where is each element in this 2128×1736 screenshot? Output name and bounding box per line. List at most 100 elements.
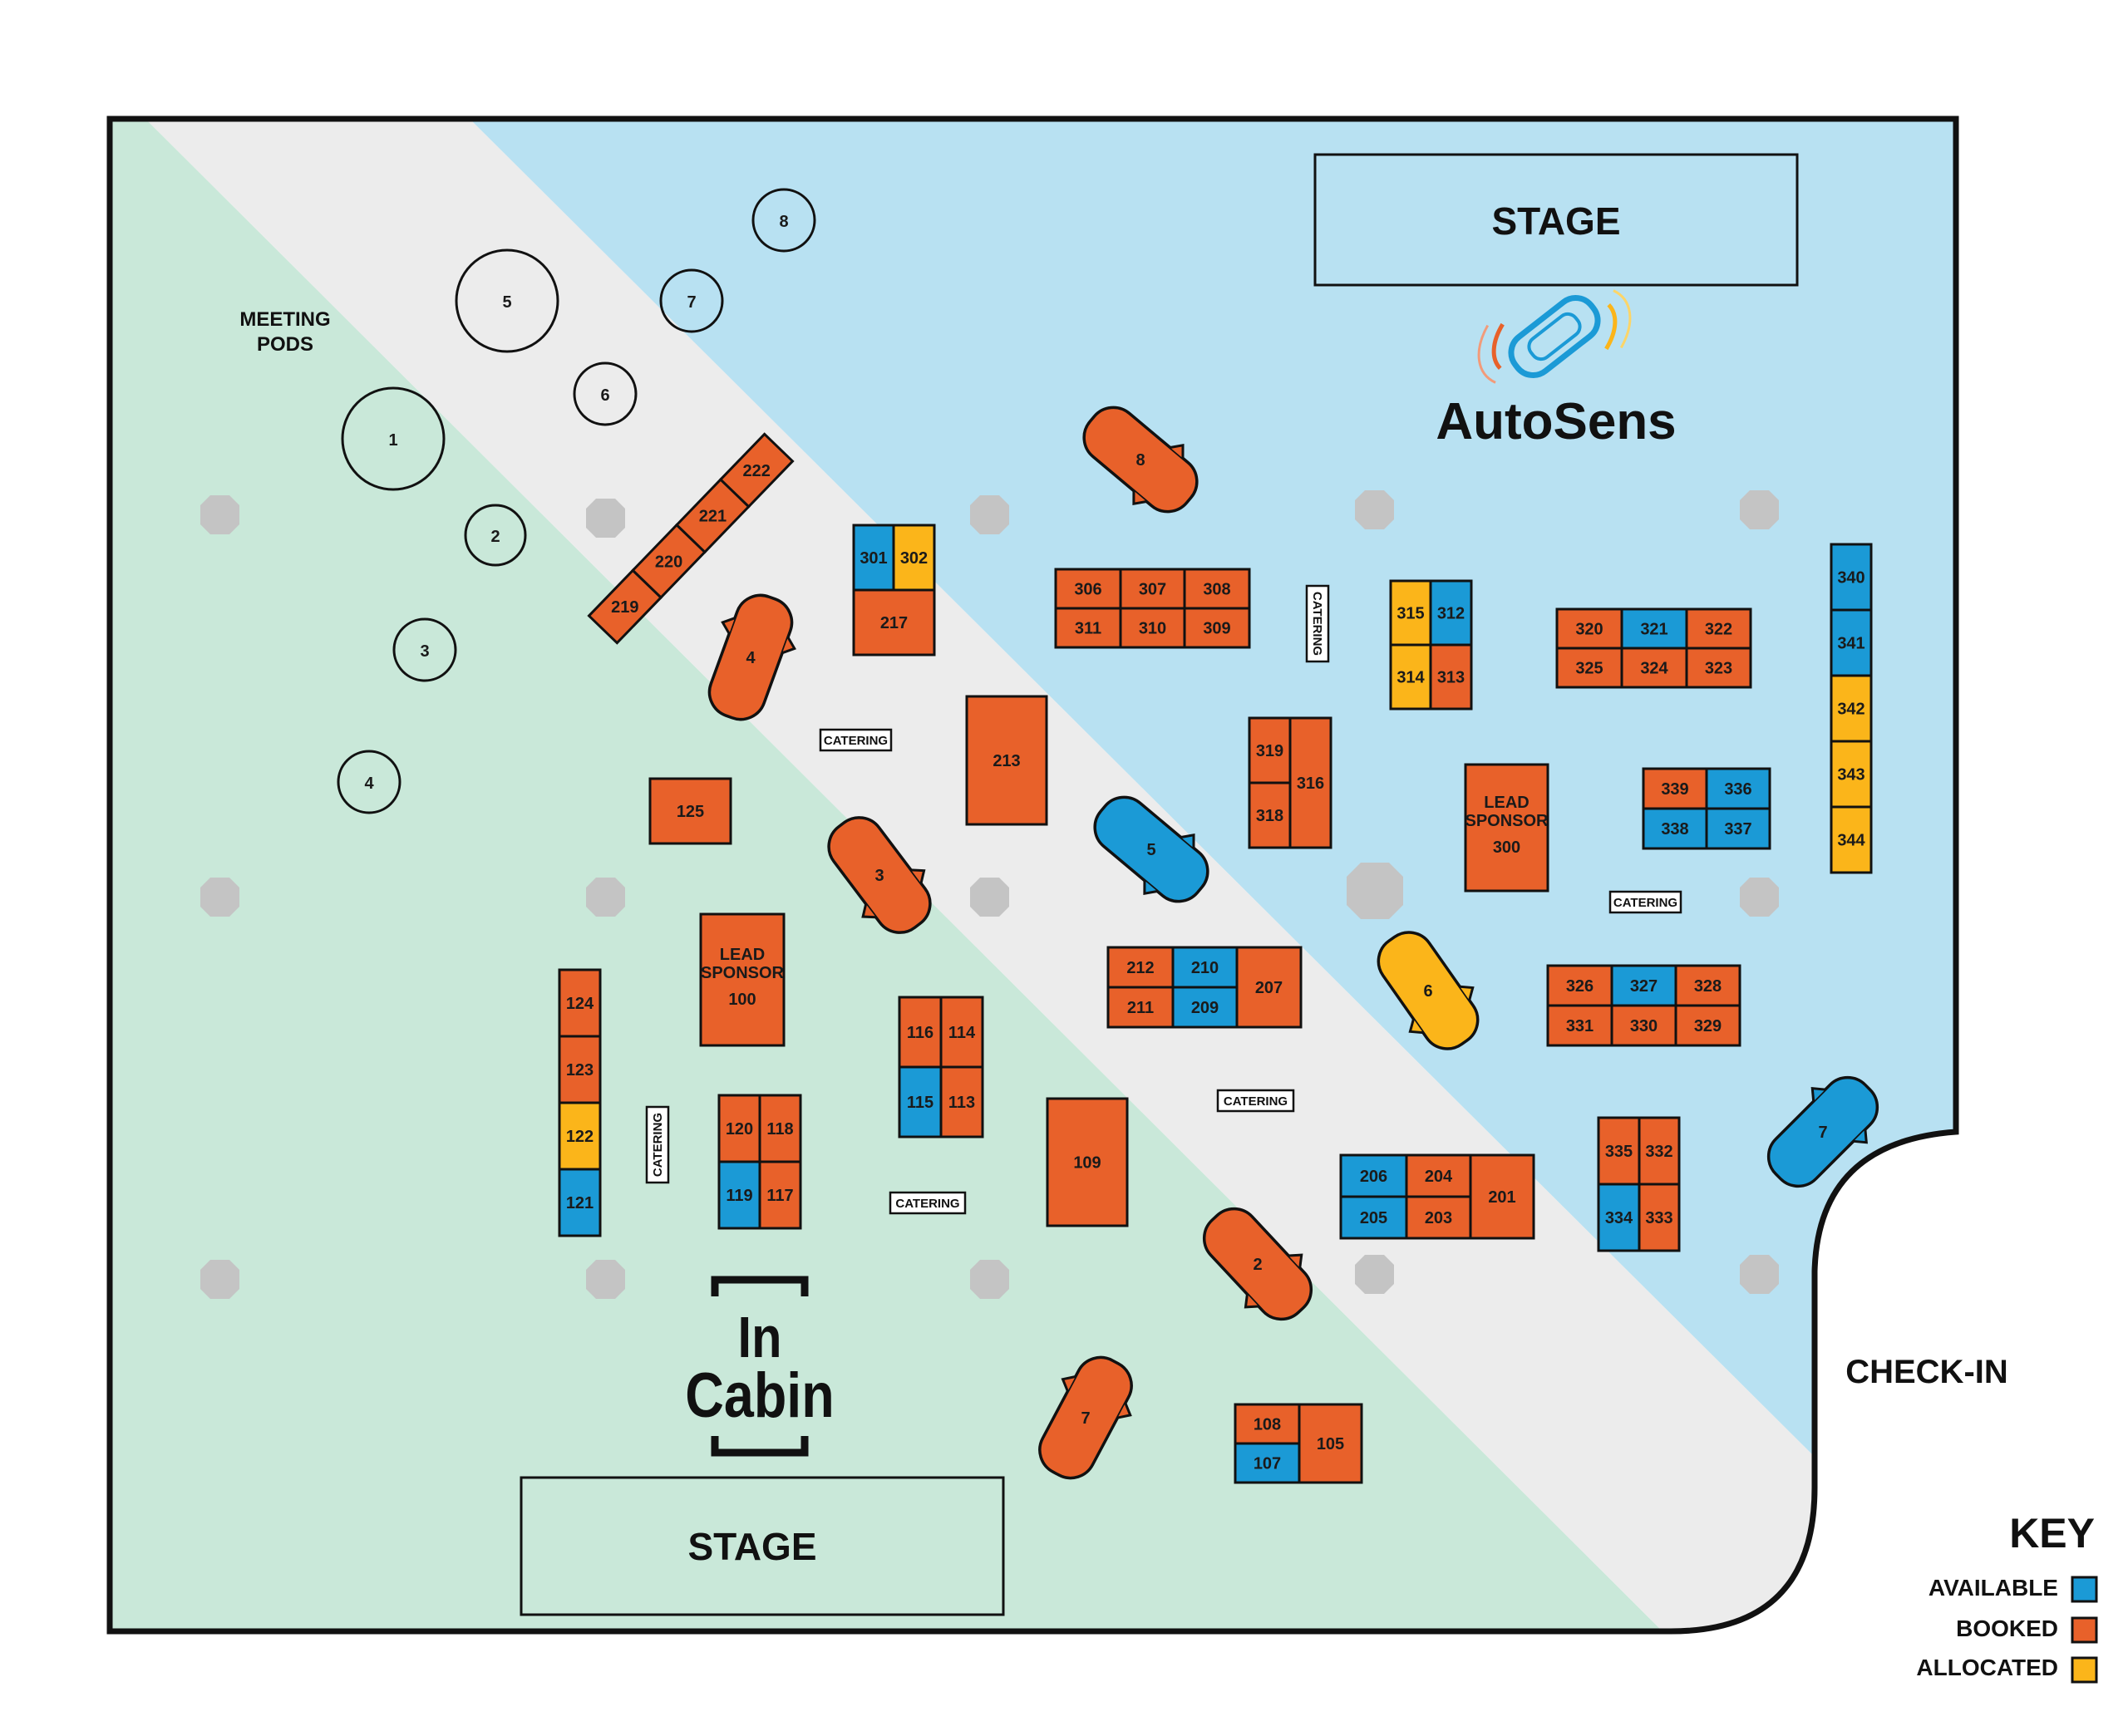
booth-207[interactable]: 207 [1235,946,1303,1029]
demo-car-6[interactable]: 6 [1361,917,1496,1064]
booth-204[interactable]: 204 [1405,1153,1472,1198]
booth-201[interactable]: 201 [1469,1153,1535,1240]
pod-4[interactable]: 4 [337,750,401,814]
autosens-logo: AutoSens [1436,289,1677,450]
booth-118[interactable]: 118 [758,1094,802,1163]
booth-318[interactable]: 318 [1248,781,1292,849]
booth-107[interactable]: 107 [1234,1442,1301,1484]
booth-115[interactable]: 115 [898,1065,943,1138]
demo-car-2-body [1202,1207,1313,1321]
booth-332[interactable]: 332 [1638,1116,1681,1186]
booth-206[interactable]: 206 [1339,1153,1408,1198]
pod-6[interactable]: 6 [573,361,638,426]
booth-213[interactable]: 213 [965,695,1048,826]
demo-car-8[interactable]: 8 [1067,390,1214,529]
booth-342[interactable]: 342 [1830,674,1873,743]
booth-326[interactable]: 326 [1546,964,1613,1007]
booth-207-shape [1235,946,1303,1029]
demo-car-7[interactable]: 7 [1751,1060,1895,1204]
meeting-pods-label: PODS [257,333,313,356]
booth-125[interactable]: 125 [648,777,732,845]
booth-310[interactable]: 310 [1119,607,1186,649]
pod-7[interactable]: 7 [659,268,724,333]
booth-117[interactable]: 117 [758,1160,802,1230]
booth-306[interactable]: 306 [1054,568,1122,610]
demo-car-5[interactable]: 5 [1078,779,1224,919]
pod-2[interactable]: 2 [464,504,527,567]
booth-123[interactable]: 123 [558,1035,602,1104]
demo-car-2[interactable]: 2 [1187,1192,1329,1336]
demo-car-2-number: 2 [1253,1256,1262,1274]
booth-324[interactable]: 324 [1620,647,1688,689]
booth-341[interactable]: 341 [1830,608,1873,677]
pod-1[interactable]: 1 [341,386,446,491]
booth-301[interactable]: 301 [852,524,895,592]
booth-336[interactable]: 336 [1705,767,1771,810]
booth-330[interactable]: 330 [1610,1004,1677,1047]
booth-328[interactable]: 328 [1674,964,1741,1007]
booth-122-shape [558,1101,602,1171]
booth-320[interactable]: 320 [1555,607,1623,650]
booth-313[interactable]: 313 [1429,643,1473,711]
booth-108[interactable]: 108 [1234,1403,1301,1445]
booth-205[interactable]: 205 [1339,1195,1408,1240]
booth-203[interactable]: 203 [1405,1195,1472,1240]
booth-122[interactable]: 122 [558,1101,602,1171]
booth-221[interactable]: 221 [674,477,751,554]
booth-338[interactable]: 338 [1642,807,1708,850]
pod-5[interactable]: 5 [455,248,559,353]
booth-344[interactable]: 344 [1830,805,1873,874]
pod-8[interactable]: 8 [751,188,816,253]
booth-210[interactable]: 210 [1171,946,1239,989]
booth-209-shape [1171,986,1239,1029]
booth-334[interactable]: 334 [1597,1183,1641,1252]
booth-311[interactable]: 311 [1054,607,1122,649]
demo-car-3[interactable]: 3 [811,802,948,949]
column [586,1260,625,1299]
booth-343-shape [1830,740,1873,809]
demo-car-7-body [1038,1355,1133,1480]
booth-211-shape [1106,986,1175,1029]
booth-315[interactable]: 315 [1389,579,1432,647]
booth-308[interactable]: 308 [1183,568,1251,610]
booth-325[interactable]: 325 [1555,647,1623,689]
booth-319[interactable]: 319 [1248,716,1292,784]
booth-331[interactable]: 331 [1546,1004,1613,1047]
booth-105[interactable]: 105 [1298,1403,1363,1484]
booth-121[interactable]: 121 [558,1168,602,1237]
booth-211[interactable]: 211 [1106,986,1175,1029]
booth-323[interactable]: 323 [1685,647,1752,689]
demo-car-4[interactable]: 4 [693,585,808,730]
booth-307[interactable]: 307 [1119,568,1186,610]
booth-113[interactable]: 113 [939,1065,984,1138]
booth-339[interactable]: 339 [1642,767,1708,810]
booth-343[interactable]: 343 [1830,740,1873,809]
booth-309[interactable]: 309 [1183,607,1251,649]
booth-217[interactable]: 217 [852,588,936,657]
booth-119[interactable]: 119 [717,1160,761,1230]
booth-109[interactable]: 109 [1046,1097,1129,1227]
booth-327[interactable]: 327 [1610,964,1677,1007]
booth-212[interactable]: 212 [1106,946,1175,989]
booth-340[interactable]: 340 [1830,543,1873,612]
booth-316[interactable]: 316 [1288,716,1332,849]
booth-322[interactable]: 322 [1685,607,1752,650]
demo-car-7[interactable]: 7 [1022,1344,1150,1491]
booth-321[interactable]: 321 [1620,607,1688,650]
booth-114[interactable]: 114 [939,996,984,1069]
booth-333[interactable]: 333 [1638,1183,1681,1252]
booth-222[interactable]: 222 [718,432,795,509]
booth-314[interactable]: 314 [1389,643,1432,711]
booth-120[interactable]: 120 [717,1094,761,1163]
booth-302[interactable]: 302 [892,524,936,592]
pod-3[interactable]: 3 [392,617,457,682]
booth-337[interactable]: 337 [1705,807,1771,850]
booth-329[interactable]: 329 [1674,1004,1741,1047]
booth-335[interactable]: 335 [1597,1116,1641,1186]
booth-124[interactable]: 124 [558,968,602,1038]
booth-312[interactable]: 312 [1429,579,1473,647]
booth-209[interactable]: 209 [1171,986,1239,1029]
booth-116[interactable]: 116 [898,996,943,1069]
